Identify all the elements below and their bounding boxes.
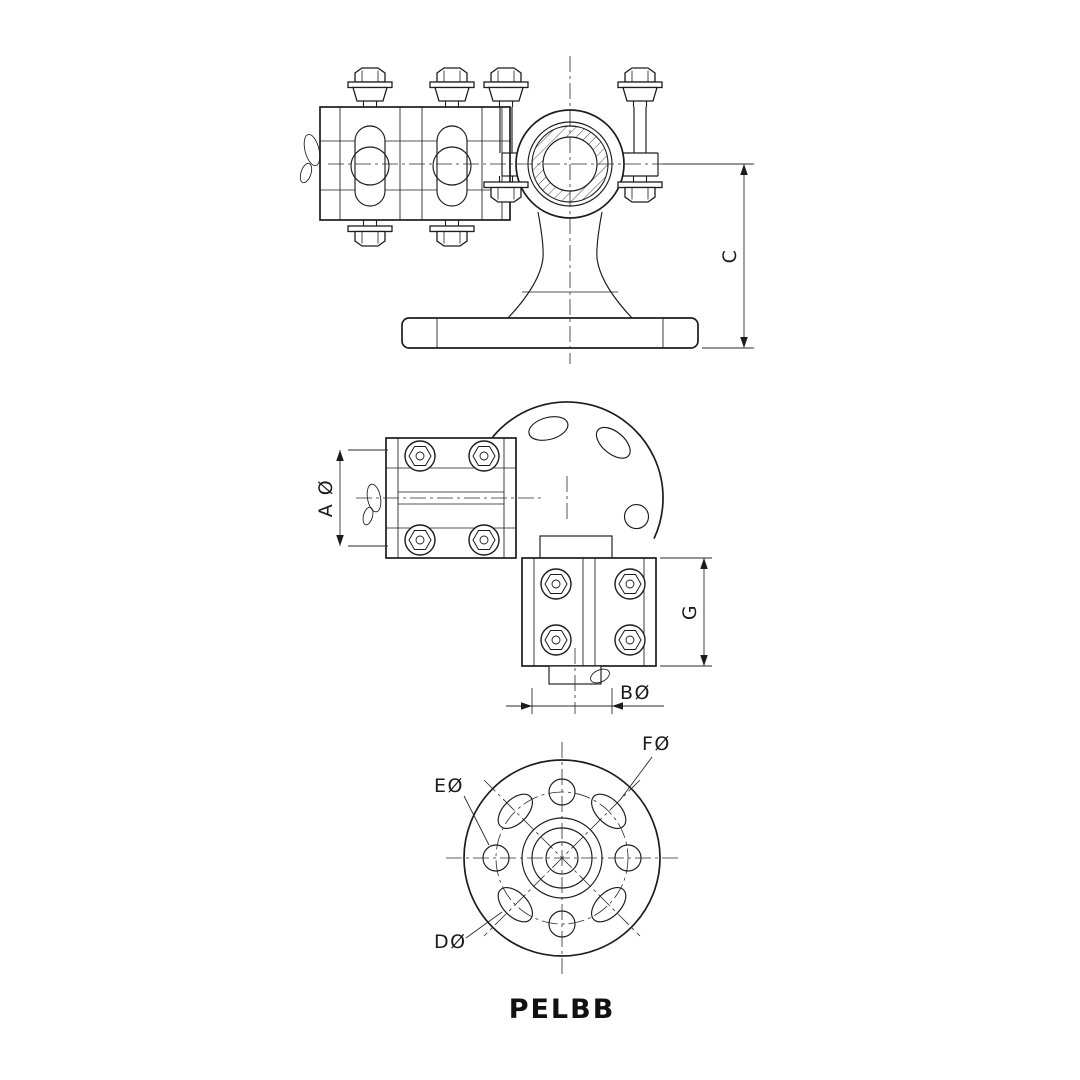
dimension-c: C	[662, 163, 754, 349]
clamp-bolt-head	[540, 568, 572, 600]
clamp-bolt-head	[614, 568, 646, 600]
dimension-g: G	[660, 557, 712, 667]
cable-bore-1	[350, 146, 390, 186]
bolt-circle	[495, 791, 629, 925]
cable-clamp-blocks	[319, 106, 511, 221]
flange-hole-1	[623, 504, 650, 530]
dimension-label-a: A Ø	[315, 479, 337, 518]
side-plan-view: A Ø G BØ	[315, 401, 712, 714]
bottom-nut-2	[429, 219, 475, 247]
top-bolt-nut-4	[617, 67, 663, 108]
flange-slot-1	[528, 416, 569, 441]
dimension-e: EØ	[434, 775, 490, 846]
stub-wire	[590, 668, 610, 684]
dimension-label-g: G	[679, 604, 701, 620]
clamp-bolt-head	[614, 624, 646, 656]
top-bolt-nut-3	[483, 67, 529, 108]
cable-bore-2	[432, 146, 472, 186]
pedestal-base	[401, 211, 699, 349]
dimension-label-c: C	[719, 249, 741, 264]
bottom-nut-1	[347, 219, 393, 247]
center-bore	[545, 841, 579, 875]
safety-wire-front	[299, 133, 321, 184]
front-elevation-view: C	[299, 56, 754, 364]
part-number-title: PELBB	[509, 994, 616, 1025]
clamp-bolt-head	[540, 624, 572, 656]
clamp-bolt-head	[404, 524, 436, 556]
dimension-b: BØ	[506, 682, 664, 714]
clamp-strap-2	[436, 125, 468, 207]
clamp-strap-1	[354, 125, 386, 207]
flange-face-view: FØ EØ DØ	[434, 733, 678, 974]
dimension-label-f: FØ	[642, 733, 671, 755]
vertical-clamp-block	[521, 535, 657, 685]
diagonal-centerline-2	[483, 779, 641, 937]
clamp-bolt-head	[404, 440, 436, 472]
top-bolt-nut-1	[347, 67, 393, 108]
bottom-nut-4	[617, 175, 663, 203]
dimension-label-e: EØ	[434, 775, 464, 797]
dimension-f: FØ	[619, 733, 671, 801]
clamp-bolt-head	[468, 440, 500, 472]
top-bolt-nut-2	[429, 67, 475, 108]
flange-slot-2	[595, 426, 631, 459]
safety-wire-side	[362, 483, 382, 526]
dimension-a: A Ø	[315, 449, 388, 547]
clamp-bolt-head	[468, 524, 500, 556]
dimension-d: DØ	[434, 911, 503, 953]
dimension-label-d: DØ	[434, 931, 467, 953]
base-plate	[401, 317, 699, 349]
flange-outline	[463, 759, 661, 957]
dimension-label-b: BØ	[620, 682, 651, 704]
